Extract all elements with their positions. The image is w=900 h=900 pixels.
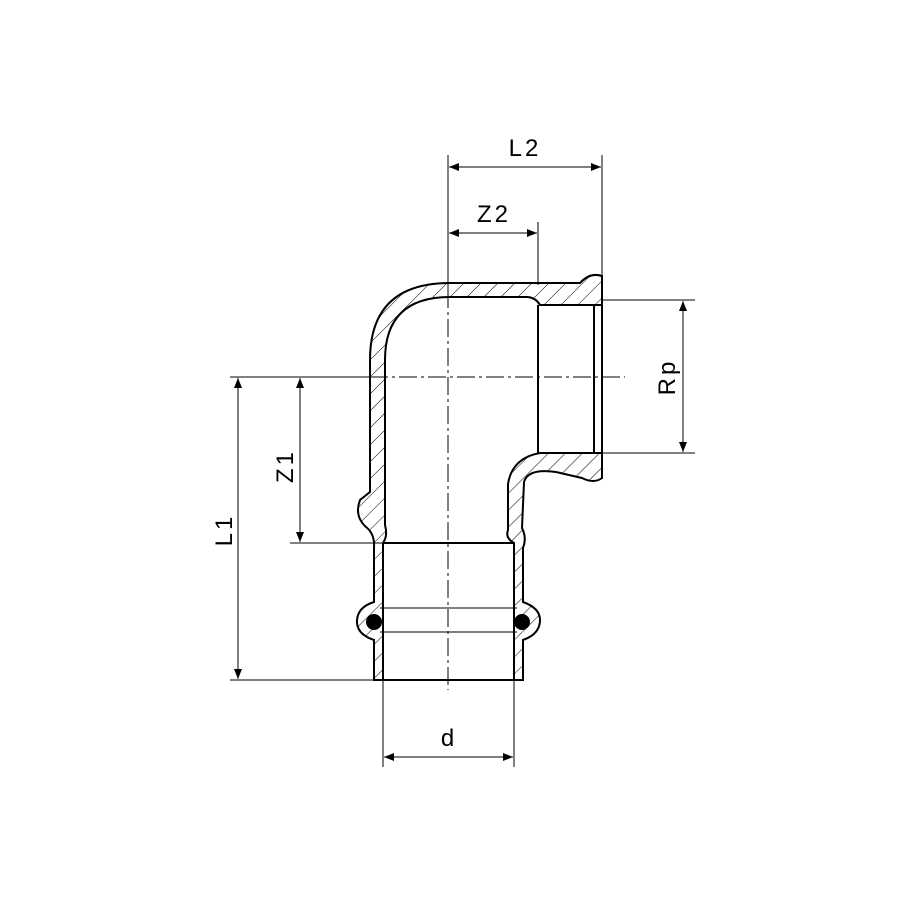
extension-lines xyxy=(230,155,695,767)
o-ring-left xyxy=(366,614,382,630)
label-Rp: Rp xyxy=(654,359,681,396)
dimension-Rp: Rp xyxy=(654,301,687,452)
label-Z2: Z2 xyxy=(477,201,511,228)
dimension-Z2: Z2 xyxy=(449,201,537,237)
label-L2: L2 xyxy=(509,135,542,162)
label-d: d xyxy=(441,725,457,752)
dimension-d: d xyxy=(384,725,513,761)
o-ring-right xyxy=(514,614,530,630)
label-L1: L1 xyxy=(211,514,238,547)
dimension-Z1: Z1 xyxy=(272,378,304,542)
dimension-L2: L2 xyxy=(449,135,601,171)
label-Z1: Z1 xyxy=(272,449,299,483)
fitting-body xyxy=(355,273,603,681)
dimension-L1: L1 xyxy=(211,378,242,679)
